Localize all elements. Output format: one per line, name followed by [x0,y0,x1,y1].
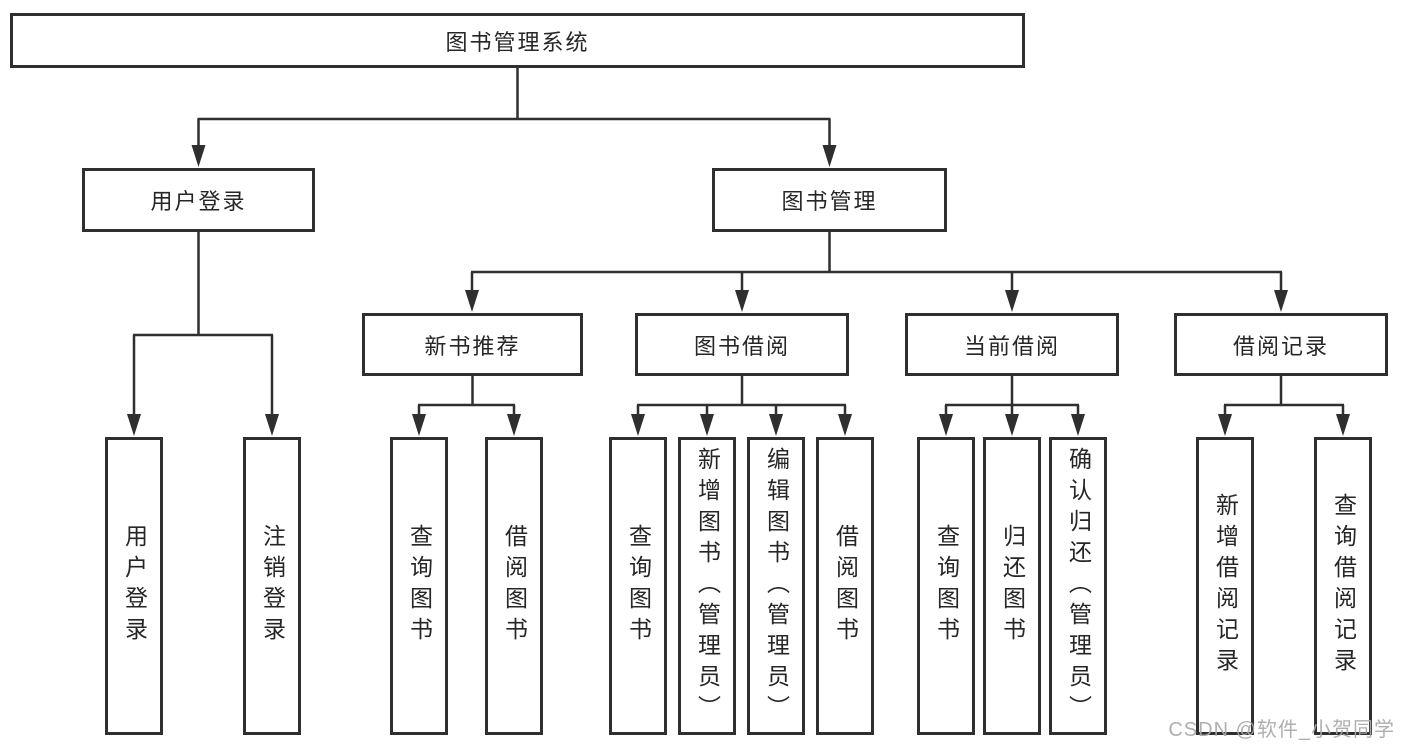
leaf-return-book: 归还图书 [983,437,1041,735]
arrowhead-down-icon [1005,290,1019,312]
arrowhead-down-icon [735,290,749,312]
arrowhead-down-icon [507,414,521,436]
arrowhead-down-icon [1336,414,1350,436]
leaf-add-book-admin: 新增图书（管理员） [678,437,736,735]
leaf-query-book-recommend: 查询图书 [390,437,448,735]
arrowhead-down-icon [465,290,479,312]
node-book-borrow: 图书借阅 [635,313,849,376]
arrowhead-down-icon [700,414,714,436]
node-new-book-recommend: 新书推荐 [362,313,583,376]
arrowhead-down-icon [769,414,783,436]
node-borrow-records: 借阅记录 [1174,313,1388,376]
arrowhead-down-icon [838,414,852,436]
leaf-query-book-borrow: 查询图书 [609,437,667,735]
node-book-management: 图书管理 [712,168,947,232]
csdn-watermark: CSDN @软件_小贺同学 [1168,719,1395,741]
arrowhead-down-icon [939,414,953,436]
arrowhead-down-icon [1274,290,1288,312]
arrowhead-down-icon [191,145,206,167]
connector-arrowheads [127,145,1350,436]
leaf-user-login: 用户登录 [105,437,163,735]
connector-newbook-to-leaves [417,376,516,420]
arrowhead-down-icon [1218,414,1232,436]
arrowhead-down-icon [265,414,279,436]
leaf-borrow-book-recommend: 借阅图书 [485,437,543,735]
leaf-add-borrow-record: 新增借阅记录 [1196,437,1254,735]
leaf-edit-book-admin: 编辑图书（管理员） [747,437,805,735]
arrowhead-down-icon [1071,414,1085,436]
leaf-confirm-return-admin: 确认归还（管理员） [1049,437,1107,735]
leaf-query-borrow-record: 查询借阅记录 [1314,437,1372,735]
connector-current-to-leaves [944,376,1080,420]
arrowhead-down-icon [412,414,426,436]
leaf-query-book-current: 查询图书 [917,437,975,735]
node-current-borrow: 当前借阅 [905,313,1119,376]
connector-userlogin-to-leaves [132,232,274,420]
connector-bookmgmt-to-level3 [470,232,1283,296]
node-library-system: 图书管理系统 [10,13,1025,68]
connector-borrow-to-leaves [636,376,847,420]
connector-root-to-level2 [197,68,831,150]
node-user-login: 用户登录 [82,168,315,232]
arrowhead-down-icon [127,414,141,436]
arrowhead-down-icon [1005,414,1019,436]
arrowhead-down-icon [822,145,837,167]
leaf-borrow-book: 借阅图书 [816,437,874,735]
connector-records-to-leaves [1223,376,1345,420]
arrowhead-down-icon [631,414,645,436]
leaf-logout: 注销登录 [243,437,301,735]
